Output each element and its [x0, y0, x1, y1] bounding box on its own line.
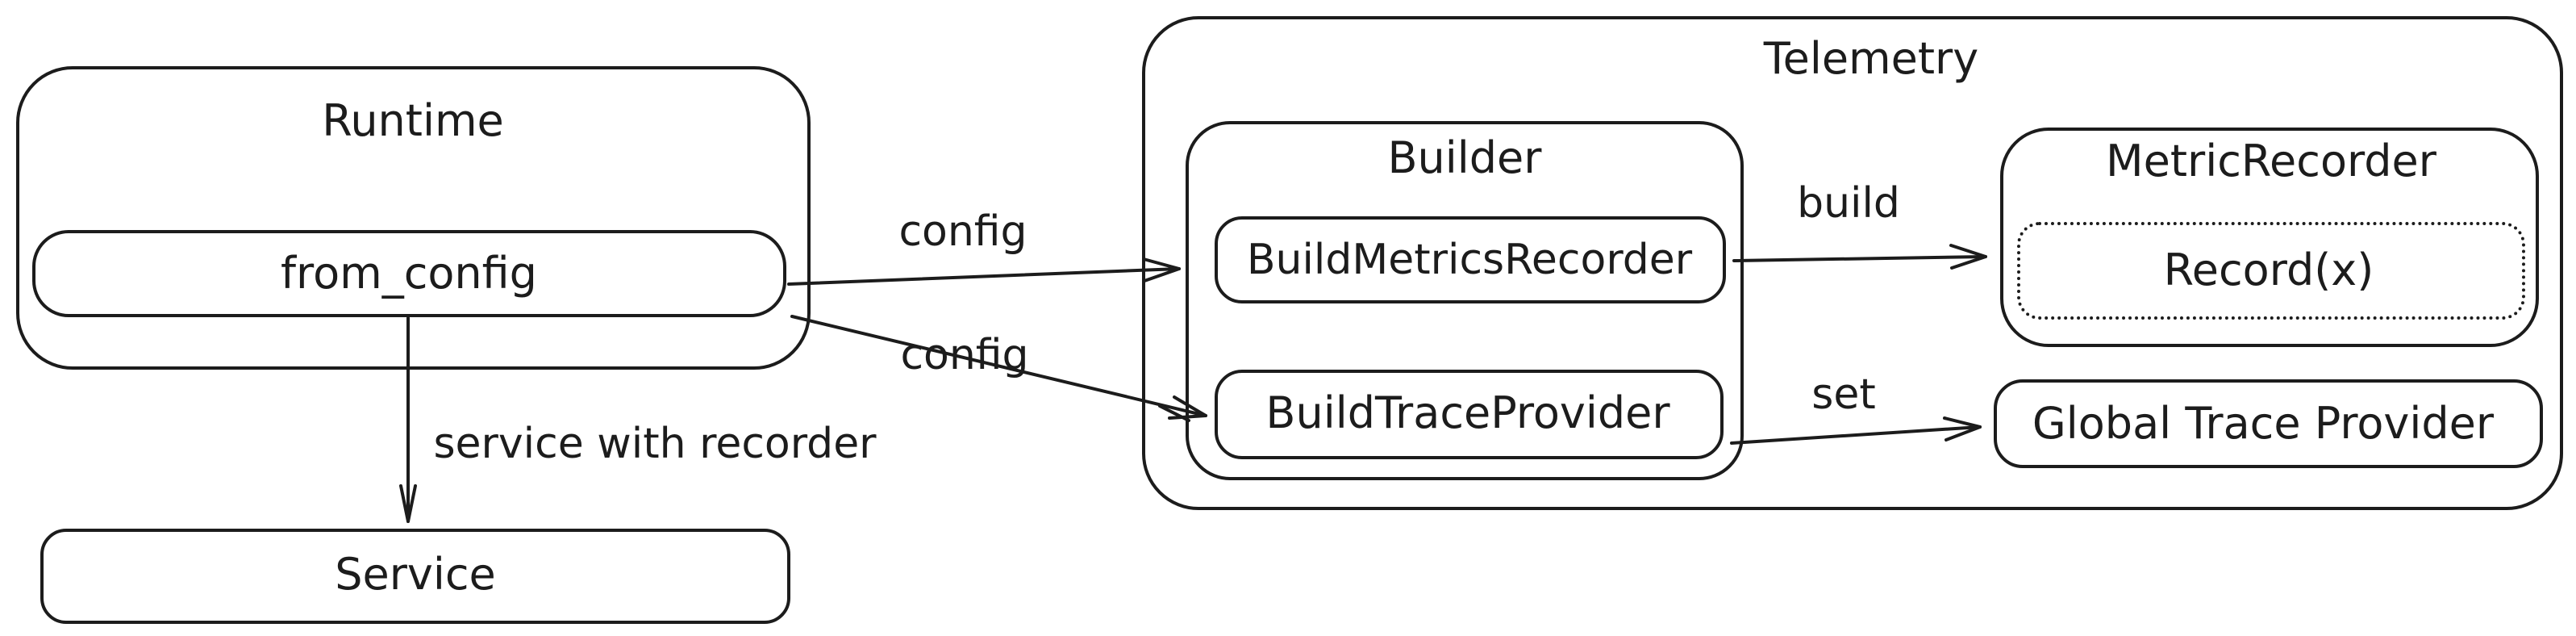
telemetry-label: Telemetry	[1763, 33, 1979, 84]
config-to-metrics-edge-label: config	[898, 207, 1027, 256]
service-label: Service	[335, 549, 496, 600]
set-edge-label: set	[1811, 370, 1876, 419]
config-to-metrics-arrow	[787, 257, 1181, 286]
record-x-box	[2017, 222, 2525, 320]
from-config-box	[32, 230, 786, 317]
metric-recorder-box	[2000, 128, 2539, 347]
runtime-box	[16, 66, 811, 370]
build-metrics-recorder-box	[1215, 216, 1726, 303]
service-with-recorder-edge-label: service with recorder	[433, 420, 877, 468]
metric-recorder-label: MetricRecorder	[2106, 136, 2436, 186]
record-x-label: Record(x)	[2163, 245, 2374, 295]
config-to-trace-edge-label: config	[900, 331, 1029, 379]
build-trace-provider-box	[1215, 370, 1724, 459]
build-edge-label: build	[1797, 179, 1900, 228]
global-trace-provider-box	[1994, 379, 2543, 468]
from-config-label: from_config	[281, 248, 537, 299]
global-trace-provider-label: Global Trace Provider	[2032, 398, 2495, 449]
build-trace-provider-label: BuildTraceProvider	[1265, 387, 1670, 438]
builder-label: Builder	[1387, 132, 1542, 183]
runtime-label: Runtime	[322, 95, 504, 146]
build-metrics-recorder-label: BuildMetricsRecorder	[1246, 236, 1693, 284]
service-box	[40, 529, 790, 624]
